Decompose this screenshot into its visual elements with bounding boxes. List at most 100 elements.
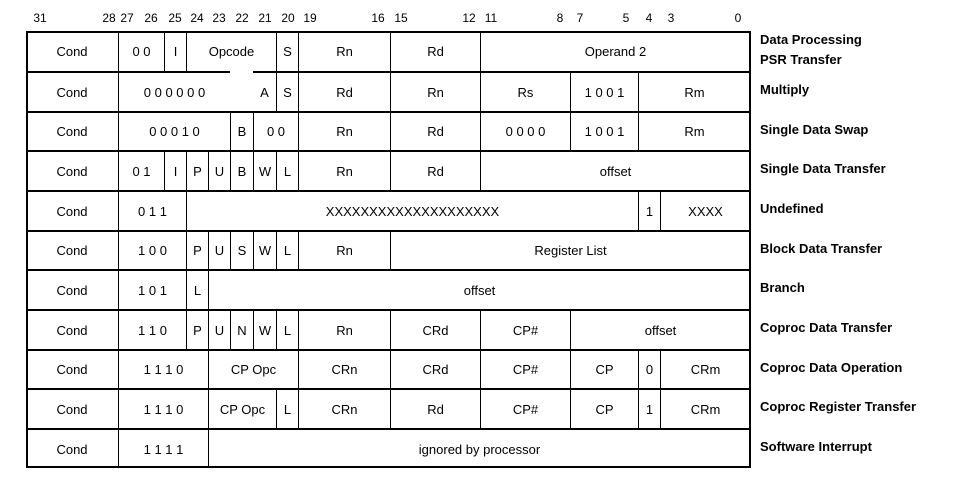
row-label: Coproc Data Operation bbox=[760, 358, 902, 378]
field-cell: Operand 2 bbox=[480, 31, 750, 71]
field-cell: 1 bbox=[638, 388, 660, 428]
field-cell: L bbox=[276, 309, 298, 349]
row-label-line: Branch bbox=[760, 280, 805, 295]
field-cell: S bbox=[276, 31, 298, 71]
field-cell: I bbox=[164, 150, 186, 190]
field-cell: XXXXXXXXXXXXXXXXXXXX bbox=[186, 190, 638, 230]
field-cell: Rn bbox=[298, 309, 390, 349]
bit-number: 27 bbox=[120, 11, 134, 25]
field-cell: Rm bbox=[638, 71, 750, 111]
field-cell: CRm bbox=[660, 388, 750, 428]
row-label-line: Undefined bbox=[760, 201, 824, 216]
row-label-line: Coproc Data Transfer bbox=[760, 320, 893, 335]
field-cell: Rn bbox=[390, 71, 480, 111]
field-cell: CP Opc bbox=[208, 388, 276, 428]
field-cell: 1 0 0 bbox=[118, 230, 186, 269]
field-cell: S bbox=[230, 230, 253, 269]
field-cell: Cond bbox=[26, 428, 118, 468]
field-cell: Cond bbox=[26, 190, 118, 230]
field-cell: CRn bbox=[298, 388, 390, 428]
bit-number: 20 bbox=[281, 11, 295, 25]
field-cell: 1 0 0 1 bbox=[570, 111, 638, 150]
field-cell: offset bbox=[480, 150, 750, 190]
row-label-line: Coproc Register Transfer bbox=[760, 399, 917, 414]
field-cell: P bbox=[186, 150, 208, 190]
field-cell: P bbox=[186, 230, 208, 269]
bit-number: 15 bbox=[394, 11, 408, 25]
bit-number: 25 bbox=[168, 11, 182, 25]
bit-number: 16 bbox=[371, 11, 385, 25]
field-cell: offset bbox=[570, 309, 750, 349]
field-cell: Cond bbox=[26, 150, 118, 190]
field-cell: 0 bbox=[638, 349, 660, 388]
field-cell: 0 0 0 1 0 bbox=[118, 111, 230, 150]
field-cell: CP bbox=[570, 388, 638, 428]
field-cell: S bbox=[276, 71, 298, 111]
field-cell: Rd bbox=[390, 111, 480, 150]
field-cell: Rm bbox=[638, 111, 750, 150]
row-label: Branch bbox=[760, 278, 805, 298]
field-cell: Rn bbox=[298, 111, 390, 150]
field-cell: Cond bbox=[56, 43, 88, 59]
field-cell: P bbox=[186, 309, 208, 349]
field-cell: Register List bbox=[390, 230, 750, 269]
bit-number: 4 bbox=[645, 11, 653, 25]
row-label: Single Data Transfer bbox=[760, 159, 886, 179]
bit-number: 19 bbox=[303, 11, 317, 25]
field-cell: 1 1 1 0 bbox=[118, 349, 208, 388]
field-cell: W bbox=[253, 309, 276, 349]
row-label-line: Block Data Transfer bbox=[760, 240, 883, 256]
row-label: Undefined bbox=[760, 199, 824, 219]
field-cell: 1 0 0 1 bbox=[570, 71, 638, 111]
field-cell: 1 1 1 0 bbox=[118, 388, 208, 428]
field-cell: 1 bbox=[638, 190, 660, 230]
field-cell: XXXX bbox=[660, 190, 750, 230]
field-cell: 1 1 0 bbox=[118, 309, 186, 349]
row-label: Coproc Register Transfer bbox=[760, 397, 916, 417]
bit-number: 31 bbox=[33, 11, 47, 25]
field-cell: CRn bbox=[298, 349, 390, 388]
field-cell: CP# bbox=[480, 388, 570, 428]
field-cell: L bbox=[276, 150, 298, 190]
field-cell: CP Opc bbox=[208, 349, 298, 388]
field-cell: 0 0 0 0 bbox=[480, 111, 570, 150]
row-label-line: Multiply bbox=[760, 82, 810, 97]
field-cell: Opcode bbox=[186, 31, 276, 71]
field-cell: ignored by processor bbox=[208, 428, 750, 468]
field-cell: CRm bbox=[660, 349, 750, 388]
row-label: Multiply bbox=[760, 80, 809, 100]
bit-number: 5 bbox=[622, 11, 630, 25]
field-cell: Cond bbox=[26, 71, 118, 111]
field-cell: 0 0 bbox=[253, 111, 298, 150]
bit-number: 8 bbox=[556, 11, 564, 25]
field-cell: Cond bbox=[26, 269, 118, 309]
bit-number: 24 bbox=[190, 11, 204, 25]
row-label-line: Data Processing bbox=[760, 32, 862, 47]
bit-number: 26 bbox=[144, 11, 158, 25]
field-cell: U bbox=[208, 150, 230, 190]
bit-number: 3 bbox=[667, 11, 675, 25]
bit-number: 22 bbox=[235, 11, 249, 25]
field-cell: Cond bbox=[26, 111, 118, 150]
field-cell: CP# bbox=[480, 309, 570, 349]
field-cell: CP bbox=[570, 349, 638, 388]
field-cell: 0 1 bbox=[118, 150, 164, 190]
row-label-line: Coproc Data Operation bbox=[760, 359, 903, 375]
field-cell: N bbox=[230, 309, 253, 349]
row-label-line: Software Interrupt bbox=[760, 439, 872, 454]
row-label: Single Data Swap bbox=[760, 120, 868, 140]
field-cell: Cond bbox=[26, 309, 118, 349]
row-label-line: PSR Transfer bbox=[760, 52, 842, 67]
bit-number: 11 bbox=[484, 11, 498, 25]
field-cell: U bbox=[208, 309, 230, 349]
field-cell: Rn bbox=[298, 230, 390, 269]
row-label: Software Interrupt bbox=[760, 437, 872, 457]
row-label: Coproc Data Transfer bbox=[760, 318, 892, 338]
field-cell: L bbox=[276, 230, 298, 269]
field-cell: Rd bbox=[298, 71, 390, 111]
field-cell: B bbox=[230, 111, 253, 150]
field-cell: B bbox=[230, 150, 253, 190]
field-cell: CRd bbox=[390, 349, 480, 388]
